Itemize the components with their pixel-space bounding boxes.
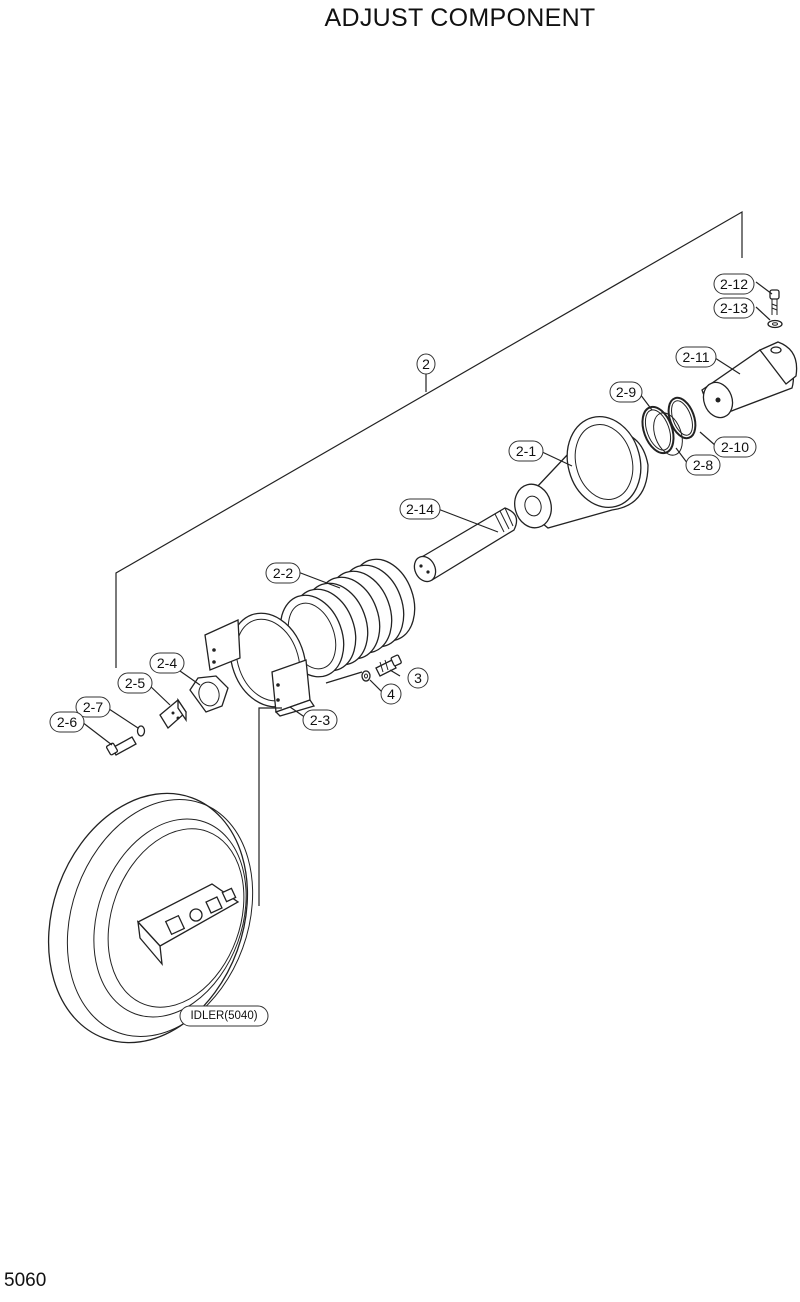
part-2-3-bracket (204, 612, 316, 717)
part-2-2-spring (279, 558, 416, 678)
svg-text:2-4: 2-4 (157, 655, 177, 671)
part-3-bolt (375, 654, 402, 677)
callout-2-13: 2-13 (713, 297, 755, 319)
callout-label-2: 2 (422, 356, 430, 372)
part-2-13-washer (767, 319, 783, 329)
callout-2-5: 2-5 (117, 672, 153, 694)
svg-text:2-7: 2-7 (83, 699, 103, 715)
part-2-11-cylinder (701, 341, 798, 419)
part-2-14-rod (413, 507, 518, 583)
callout-2-10: 2-10 (713, 436, 757, 458)
callout-2-11: 2-11 (675, 346, 717, 368)
svg-text:2-3: 2-3 (310, 712, 330, 728)
callout-idler: IDLER(5040) (179, 1005, 269, 1027)
svg-text:2-1: 2-1 (516, 443, 536, 459)
svg-text:2-13: 2-13 (720, 300, 748, 316)
page-title: ADJUST COMPONENT (324, 4, 596, 32)
svg-text:2-14: 2-14 (406, 501, 434, 517)
svg-text:3: 3 (414, 670, 422, 686)
callout-2-12: 2-12 (713, 273, 755, 295)
part-2-1-cone (514, 415, 649, 529)
callout-2-8: 2-8 (685, 454, 721, 476)
part-2-8-ring (653, 412, 683, 456)
callout-2-4: 2-4 (149, 652, 185, 674)
svg-text:IDLER(5040): IDLER(5040) (190, 1010, 257, 1022)
svg-text:4: 4 (387, 686, 395, 702)
part-2-10-ring (667, 396, 697, 440)
part-2-6-bolt (105, 736, 137, 756)
svg-text:2-9: 2-9 (616, 384, 636, 400)
callout-2-1: 2-1 (508, 440, 544, 462)
svg-text:2-5: 2-5 (125, 675, 145, 691)
callout-4: 4 (380, 683, 402, 705)
callout-2-2: 2-2 (265, 562, 301, 584)
callout-2-9: 2-9 (609, 381, 643, 403)
callout-2-7: 2-7 (75, 696, 111, 718)
idler-wheel (47, 792, 254, 1044)
svg-text:2-8: 2-8 (693, 457, 713, 473)
callout-2-3: 2-3 (302, 709, 338, 731)
callout-2: 2 (416, 353, 436, 375)
part-2-12-bolt (769, 289, 780, 315)
svg-text:2-12: 2-12 (720, 276, 748, 292)
part-2-5-lock-plate (159, 697, 187, 730)
part-4-washer (361, 670, 371, 682)
part-2-7-washer (136, 725, 146, 737)
svg-text:2-6: 2-6 (57, 714, 77, 730)
leader-lines (81, 281, 773, 906)
svg-text:2-10: 2-10 (721, 439, 749, 455)
page-number: 5060 (4, 1270, 47, 1291)
svg-text:2-2: 2-2 (273, 565, 293, 581)
assembly-bracket (115, 210, 743, 668)
callout-3: 3 (407, 667, 429, 689)
svg-text:2-11: 2-11 (683, 349, 710, 365)
callout-2-6: 2-6 (49, 711, 85, 733)
callout-2-14: 2-14 (399, 498, 441, 520)
